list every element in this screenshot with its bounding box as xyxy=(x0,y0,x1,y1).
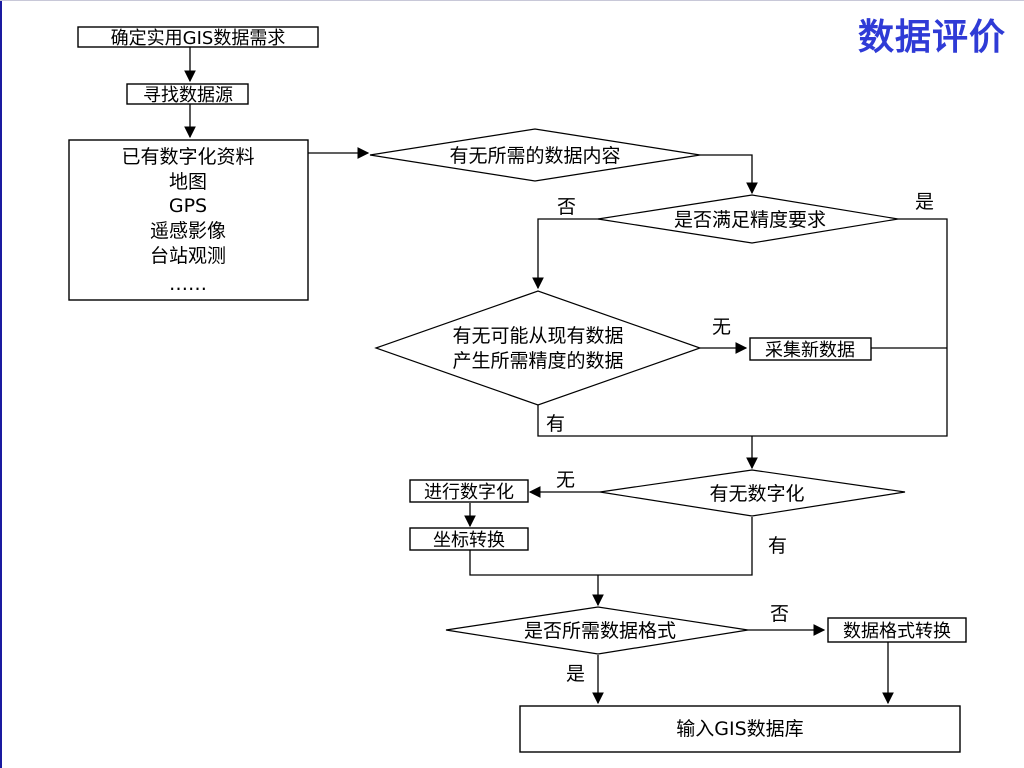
decision-is-digitized-label: 有无数字化 xyxy=(709,483,804,505)
node-determine: 确定实用GIS数据需求 xyxy=(77,26,319,49)
slide-left-border xyxy=(0,0,2,768)
decision-meets-precision-label: 是否满足精度要求 xyxy=(674,209,826,231)
source-line-4: 遥感影像 xyxy=(150,220,226,242)
source-line-3: GPS xyxy=(169,195,207,217)
edge-label-derive-have: 有 xyxy=(546,413,565,435)
node-format-convert: 数据格式转换 xyxy=(827,617,967,643)
node-find-source-label: 寻找数据源 xyxy=(143,85,233,106)
decision-can-derive-line-1: 有无可能从现有数据 xyxy=(452,325,623,347)
arrow-precision-no xyxy=(532,218,612,290)
node-input-db: 输入GIS数据库 xyxy=(519,705,961,753)
edge-label-digitized-have: 有 xyxy=(768,535,787,557)
decision-is-format: 是否所需数据格式 xyxy=(445,606,749,655)
slide-title: 数据评价 xyxy=(857,17,1006,58)
node-format-convert-label: 数据格式转换 xyxy=(843,621,951,642)
line-coord-and-digitized-have xyxy=(469,517,753,576)
edge-label-format-yes: 是 xyxy=(566,663,585,685)
node-coord-transform-label: 坐标转换 xyxy=(433,530,505,551)
node-coord-transform: 坐标转换 xyxy=(409,527,529,551)
arrow-content-to-precision xyxy=(700,154,758,195)
decision-has-content: 有无所需的数据内容 xyxy=(369,128,701,182)
decision-can-derive-line-2: 产生所需精度的数据 xyxy=(452,350,623,372)
source-line-1: 已有数字化资料 xyxy=(121,146,254,168)
node-do-digitize-label: 进行数字化 xyxy=(424,482,514,503)
source-line-5: 台站观测 xyxy=(150,245,226,267)
decision-meets-precision: 是否满足精度要求 xyxy=(597,194,899,244)
line-derive-have xyxy=(537,405,752,437)
source-line-6: …… xyxy=(169,273,207,295)
decision-is-format-label: 是否所需数据格式 xyxy=(524,620,676,642)
node-determine-label: 确定实用GIS数据需求 xyxy=(111,28,286,49)
source-line-2: 地图 xyxy=(169,171,207,193)
slide-top-border xyxy=(0,0,1024,1)
edge-label-precision-no: 否 xyxy=(557,196,576,218)
decision-is-digitized: 有无数字化 xyxy=(599,469,906,517)
node-collect-new-label: 采集新数据 xyxy=(765,340,855,361)
decision-can-derive: 有无可能从现有数据 产生所需精度的数据 xyxy=(374,290,702,406)
line-precision-yes xyxy=(752,218,948,437)
edge-labels: 否 是 无 有 无 有 否 是 xyxy=(546,191,934,685)
node-do-digitize: 进行数字化 xyxy=(409,479,529,503)
connectors xyxy=(184,47,948,705)
node-sources: 已有数字化资料 地图 GPS 遥感影像 台站观测 …… xyxy=(68,139,309,301)
edge-label-derive-none: 无 xyxy=(712,316,731,338)
node-find-source: 寻找数据源 xyxy=(126,83,249,106)
edge-label-digitized-none: 无 xyxy=(556,469,575,491)
decision-has-content-label: 有无所需的数据内容 xyxy=(449,145,620,167)
node-input-db-label: 输入GIS数据库 xyxy=(676,718,803,740)
edge-label-format-no: 否 xyxy=(770,603,789,625)
edge-label-precision-yes: 是 xyxy=(915,191,934,213)
node-collect-new: 采集新数据 xyxy=(749,337,872,361)
